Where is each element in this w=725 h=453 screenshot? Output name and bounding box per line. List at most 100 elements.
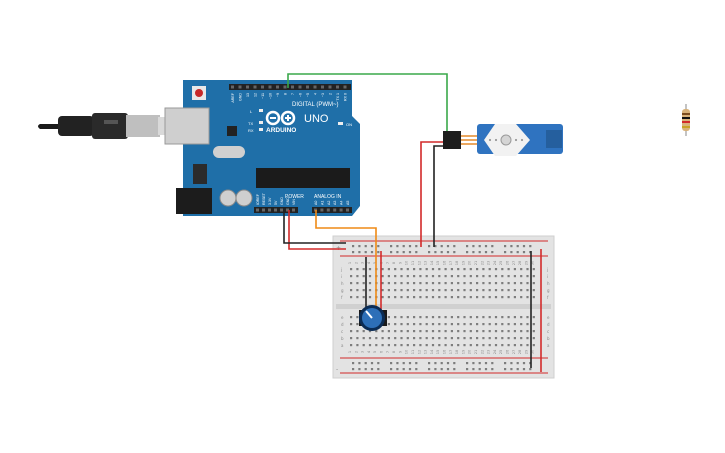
breadboard-hole[interactable] [368,296,372,299]
breadboard-hole[interactable] [482,323,485,326]
breadboard-hole[interactable] [387,282,390,285]
breadboard-hole[interactable] [431,268,435,271]
breadboard-hole[interactable] [362,282,365,285]
breadboard-hole[interactable] [381,282,384,285]
rail-hole[interactable] [364,251,367,254]
analog-pin[interactable] [346,208,349,212]
breadboard-hole[interactable] [400,330,403,333]
breadboard-hole[interactable] [526,275,529,278]
digital-pin[interactable] [283,85,287,89]
rail-hole[interactable] [390,362,393,365]
breadboard-hole[interactable] [350,344,353,347]
breadboard-hole[interactable] [476,275,479,278]
rail-hole[interactable] [370,251,374,254]
breadboard-hole[interactable] [413,323,416,326]
breadboard-hole[interactable] [438,275,441,278]
rail-hole[interactable] [466,245,469,248]
rail-hole[interactable] [446,251,450,254]
breadboard-hole[interactable] [532,275,535,278]
breadboard-hole[interactable] [400,282,403,285]
breadboard-hole[interactable] [413,289,416,292]
wire-black-servo-ground[interactable] [433,145,446,247]
breadboard-hole[interactable] [520,268,523,271]
breadboard-hole[interactable] [375,330,378,333]
breadboard-hole[interactable] [394,330,397,333]
rail-hole[interactable] [478,368,481,371]
rail-hole[interactable] [377,251,380,254]
breadboard-hole[interactable] [507,337,510,340]
breadboard-hole[interactable] [350,282,353,285]
breadboard-hole[interactable] [381,289,384,292]
digital-pin[interactable] [238,85,242,89]
rail-hole[interactable] [440,362,443,365]
breadboard-hole[interactable] [375,344,378,347]
breadboard-hole[interactable] [406,289,409,292]
breadboard-hole[interactable] [526,344,529,347]
breadboard-hole[interactable] [507,289,510,292]
breadboard-hole[interactable] [444,275,447,278]
digital-pin[interactable] [328,85,332,89]
breadboard-hole[interactable] [419,296,422,299]
breadboard-hole[interactable] [501,268,504,271]
breadboard-hole[interactable] [444,330,447,333]
breadboard-hole[interactable] [532,296,535,299]
rail-hole[interactable] [440,251,443,254]
breadboard-hole[interactable] [501,296,504,299]
digital-pin[interactable] [253,85,257,89]
breadboard-hole[interactable] [381,337,384,340]
breadboard-hole[interactable] [406,268,409,271]
breadboard-hole[interactable] [425,337,428,340]
breadboard-hole[interactable] [463,268,466,271]
rail-hole[interactable] [472,362,475,365]
rail-hole[interactable] [440,368,443,371]
rail-hole[interactable] [484,251,488,254]
rail-hole[interactable] [453,368,456,371]
breadboard-hole[interactable] [431,323,435,326]
breadboard-hole[interactable] [513,275,516,278]
breadboard-hole[interactable] [350,296,353,299]
breadboard-hole[interactable] [438,316,441,319]
breadboard-hole[interactable] [438,344,441,347]
breadboard-hole[interactable] [507,275,510,278]
breadboard-hole[interactable] [350,275,353,278]
breadboard-hole[interactable] [450,316,453,319]
breadboard-hole[interactable] [362,275,365,278]
rail-hole[interactable] [364,368,367,371]
breadboard-hole[interactable] [444,337,447,340]
breadboard-hole[interactable] [476,282,479,285]
breadboard-hole[interactable] [419,337,422,340]
breadboard-hole[interactable] [488,344,491,347]
rail-hole[interactable] [504,362,507,365]
breadboard-hole[interactable] [438,268,441,271]
breadboard-hole[interactable] [350,337,353,340]
analog-pin[interactable] [339,208,343,212]
breadboard-hole[interactable] [476,330,479,333]
breadboard-hole[interactable] [469,282,472,285]
breadboard-hole[interactable] [425,282,428,285]
breadboard-hole[interactable] [381,275,384,278]
breadboard-hole[interactable] [476,268,479,271]
breadboard-hole[interactable] [463,330,466,333]
rail-hole[interactable] [428,245,431,248]
rail-hole[interactable] [484,368,488,371]
breadboard-hole[interactable] [457,323,460,326]
breadboard-hole[interactable] [450,282,453,285]
breadboard-hole[interactable] [526,289,529,292]
breadboard-hole[interactable] [438,337,441,340]
breadboard-hole[interactable] [482,268,485,271]
rail-hole[interactable] [377,245,380,248]
breadboard-hole[interactable] [532,289,535,292]
breadboard-hole[interactable] [488,268,491,271]
breadboard-hole[interactable] [438,296,441,299]
breadboard-hole[interactable] [450,275,453,278]
breadboard-hole[interactable] [431,337,435,340]
breadboard-hole[interactable] [501,323,504,326]
analog-pin[interactable] [320,208,324,212]
rail-hole[interactable] [396,251,399,254]
rail-hole[interactable] [446,245,450,248]
rail-hole[interactable] [446,362,450,365]
breadboard-hole[interactable] [463,296,466,299]
breadboard-hole[interactable] [488,289,491,292]
